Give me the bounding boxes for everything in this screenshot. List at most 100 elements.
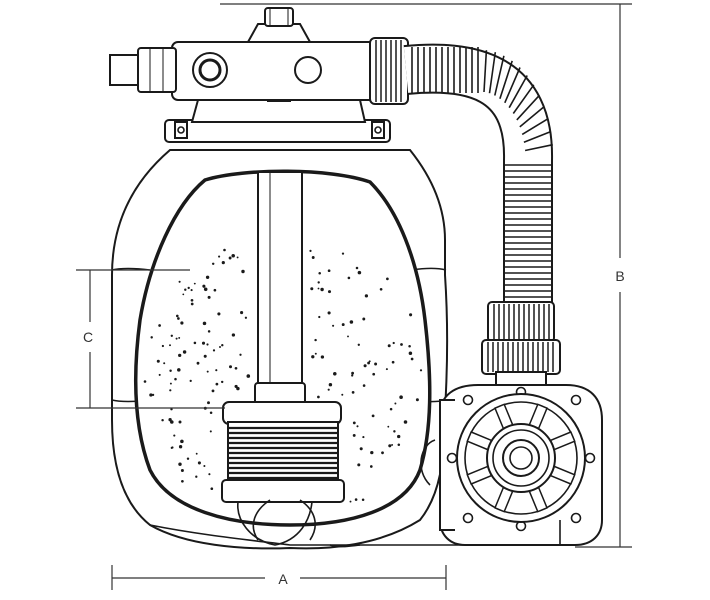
sand-speck (215, 369, 218, 372)
sand-speck (241, 269, 245, 274)
sand-speck (190, 302, 194, 306)
sand-speck (362, 384, 366, 387)
sand-speck (207, 401, 210, 405)
sand-speck (176, 314, 179, 318)
sand-speck (209, 411, 213, 415)
sand-speck (355, 266, 359, 270)
sand-speck (399, 395, 403, 399)
sand-speck (310, 287, 314, 291)
sand-speck (203, 287, 208, 292)
sand-speck (347, 335, 349, 338)
sand-speck (143, 380, 147, 383)
sand-speck (236, 386, 240, 391)
sand-speck (372, 372, 376, 376)
sand-speck (351, 374, 354, 377)
sand-speck (173, 434, 176, 437)
sand-speck (403, 420, 408, 424)
sand-speck (393, 430, 396, 433)
sand-speck (190, 298, 194, 302)
sand-speck (169, 344, 171, 347)
sand-speck (351, 391, 355, 394)
dimension-a: A (111, 565, 447, 590)
sand-speck (371, 414, 375, 418)
sand-speck (367, 361, 371, 365)
sand-speck (217, 312, 221, 316)
sand-speck (370, 450, 374, 455)
sand-speck (231, 333, 236, 337)
sand-speck (168, 418, 172, 422)
sand-speck (207, 295, 211, 299)
sand-speck (357, 463, 361, 467)
sand-speck (246, 374, 251, 378)
sand-speck (320, 355, 325, 359)
sand-speck (187, 286, 190, 290)
sand-speck (327, 388, 330, 391)
sand-speck (218, 255, 221, 258)
sand-speck (318, 315, 321, 319)
sand-speck (341, 323, 345, 327)
sand-speck (149, 393, 153, 397)
sand-speck (178, 462, 182, 466)
sand-speck (386, 277, 389, 281)
dimension-b-label: B (615, 268, 624, 284)
sand-speck (223, 248, 226, 252)
sand-speck (311, 256, 315, 259)
sand-speck (174, 377, 177, 381)
sand-speck (169, 369, 172, 373)
sand-speck (215, 382, 219, 386)
sand-speck (195, 475, 198, 478)
sand-speck (409, 313, 413, 317)
sand-speck (363, 364, 367, 368)
sand-speck (193, 282, 196, 285)
sand-speck (210, 487, 214, 491)
sand-speck (234, 366, 238, 370)
sand-speck (391, 360, 395, 364)
sand-speck (182, 293, 185, 296)
sand-speck (369, 465, 373, 468)
sand-speck (391, 443, 394, 446)
sand-speck (177, 368, 181, 372)
sand-speck (184, 288, 187, 291)
sand-speck (388, 444, 392, 448)
sand-speck (180, 439, 184, 444)
sand-speck (221, 261, 225, 265)
sand-speck (351, 371, 354, 375)
sand-speck (161, 344, 165, 348)
sand-speck (178, 420, 182, 424)
sand-speck (387, 425, 390, 428)
sand-speck (178, 336, 181, 339)
sand-speck (385, 368, 388, 371)
sand-speck (320, 287, 324, 292)
sand-speck (228, 256, 232, 260)
sand-speck (352, 421, 356, 425)
sand-speck (186, 457, 190, 460)
sand-speck (196, 361, 200, 365)
sand-speck (419, 369, 423, 372)
sand-speck (195, 452, 198, 455)
sand-speck (317, 395, 320, 399)
flexible-hose (403, 43, 553, 308)
sand-speck (206, 370, 209, 373)
sand-speck (206, 343, 209, 346)
sand-speck (240, 311, 244, 315)
sand-speck (314, 352, 317, 355)
sand-speck (387, 344, 391, 348)
pump-housing (149, 384, 603, 548)
dimension-b: B (220, 3, 632, 548)
sand-speck (211, 262, 215, 266)
sand-speck (328, 382, 333, 387)
sand-speck (356, 425, 359, 428)
sand-speck (213, 288, 217, 292)
sand-speck (158, 324, 161, 327)
sand-speck (202, 321, 207, 326)
sand-speck (317, 287, 320, 290)
sand-speck (410, 357, 414, 361)
sand-speck (203, 464, 206, 468)
sand-speck (392, 341, 395, 345)
sand-speck (150, 336, 153, 339)
sand-speck (415, 398, 419, 402)
sand-speck (169, 389, 172, 392)
sand-speck (327, 269, 331, 273)
pump-union (481, 301, 561, 395)
